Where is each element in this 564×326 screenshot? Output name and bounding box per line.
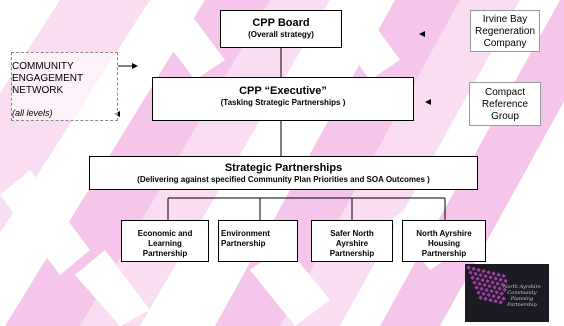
safer-line-2: Ayrshire (335, 239, 369, 248)
logo-grid-cell (487, 283, 492, 289)
cpp-executive-title: CPP “Executive” (239, 85, 327, 97)
logo-grid-cell (501, 296, 506, 301)
compact-line-1: Compact (484, 87, 525, 98)
logo-grid-cell (491, 293, 496, 299)
logo-grid-cell (484, 287, 489, 293)
logo-grid-cell (474, 285, 479, 290)
logo-grid-cell (498, 277, 503, 283)
logo-grid-cell (489, 288, 494, 294)
environment-line-1: Environment (221, 229, 270, 238)
logo-grid-cell (493, 298, 498, 304)
safer-line-1: Safer North (330, 229, 374, 238)
logo-grid-cell (482, 282, 487, 288)
logo-grid-cell (476, 290, 481, 295)
logo-grid-cell (486, 292, 491, 298)
logo-grid-cell (488, 297, 493, 303)
logo-grid-cell (485, 278, 490, 284)
logo-grid-cell (477, 281, 482, 287)
compact-arrowhead (425, 99, 431, 105)
logo-grid-cell (478, 295, 483, 300)
logo-grid-cell (502, 287, 507, 293)
irvine-arrowhead (419, 31, 425, 37)
logo-grid-cell (493, 276, 498, 281)
logo-grid-cell (481, 291, 486, 297)
logo-text: North Ayrshire Community Planning Partne… (503, 284, 541, 308)
safer-line-3: Partnership (329, 249, 375, 258)
irvine-bay-box: Irvine Bay Regeneration Company (470, 10, 540, 52)
cpp-executive-subtitle: (Tasking Strategic Partnerships ) (220, 98, 346, 107)
logo-grid-cell (488, 275, 493, 280)
logo-grid-graphic (466, 265, 508, 305)
irvine-line-3: Company (483, 38, 527, 49)
logo-grid-cell (471, 266, 476, 272)
logo-grid-cell (480, 277, 485, 283)
community-levels: (all levels) (12, 108, 53, 118)
community-engagement-network-box: COMMUNITY ENGAGEMENT NETWORK (all levels… (11, 52, 118, 121)
community-planning-partnership-logo: North Ayrshire Community Planning Partne… (465, 264, 549, 322)
logo-grid-cell (479, 286, 484, 292)
logo-grid-cell (481, 268, 486, 274)
compact-line-3: Group (491, 111, 519, 122)
community-line-1: COMMUNITY (12, 61, 74, 72)
strategic-partnerships-subtitle: (Delivering against specified Community … (137, 175, 430, 184)
community-top-arrowhead (132, 63, 138, 69)
logo-grid-cell (468, 270, 473, 275)
cpp-board-box: CPP Board (Overall strategy) (220, 10, 342, 48)
cpp-board-subtitle: (Overall strategy) (248, 30, 314, 39)
environment-line-2: Partnership (221, 239, 266, 248)
strategic-partnerships-box: Strategic Partnerships (Delivering again… (89, 156, 478, 190)
cpp-board-title: CPP Board (252, 17, 310, 29)
compact-line-2: Reference (481, 99, 529, 110)
logo-grid-cell (470, 275, 475, 280)
economic-learning-partnership-box: Economic and Learning Partnership (121, 220, 209, 262)
logo-grid-cell (483, 296, 488, 302)
community-line-3: NETWORK (12, 85, 64, 96)
compact-reference-group-box: Compact Reference Group (469, 82, 541, 126)
logo-grid-cell (473, 271, 478, 277)
economic-line-3: Partnership (142, 249, 188, 258)
logo-grid-cell (501, 273, 506, 279)
logo-grid-cell (496, 295, 501, 300)
safer-north-ayrshire-partnership-box: Safer North Ayrshire Partnership (311, 220, 393, 262)
logo-grid-cell (498, 300, 503, 305)
logo-grid-cell (494, 290, 499, 295)
north-ayrshire-housing-partnership-box: North Ayrshire Housing Partnership (402, 220, 486, 262)
logo-grid-cell (476, 267, 481, 273)
logo-grid-cell (499, 291, 504, 296)
logo-grid-cell (486, 270, 491, 275)
housing-line-1: North Ayrshire (416, 229, 472, 238)
environment-partnership-box: Environment Partnership (218, 220, 298, 262)
logo-grid-cell (503, 278, 508, 284)
logo-grid-cell (478, 272, 483, 278)
logo-grid-cell (497, 286, 502, 291)
logo-grid-cell (466, 265, 471, 270)
irvine-line-2: Regeneration (474, 26, 536, 37)
economic-line-2: Learning (148, 239, 182, 248)
cpp-executive-box: CPP “Executive” (Tasking Strategic Partn… (152, 77, 414, 121)
logo-grid-cell (491, 271, 496, 276)
logo-grid-cell (490, 280, 495, 285)
community-line-2: ENGAGEMENT (12, 73, 84, 84)
logo-grid-cell (483, 273, 488, 279)
logo-grid-cell (500, 282, 505, 288)
logo-grid-cell (475, 276, 480, 282)
housing-line-2: Housing (428, 239, 460, 248)
logo-grid-cell (496, 272, 501, 278)
economic-line-1: Economic and (137, 229, 193, 238)
logo-grid-cell (495, 281, 500, 286)
housing-line-3: Partnership (421, 249, 467, 258)
strategic-partnerships-title: Strategic Partnerships (224, 162, 343, 174)
logo-grid-cell (472, 280, 477, 285)
irvine-line-1: Irvine Bay (482, 14, 528, 25)
logo-grid-cell (492, 285, 497, 290)
